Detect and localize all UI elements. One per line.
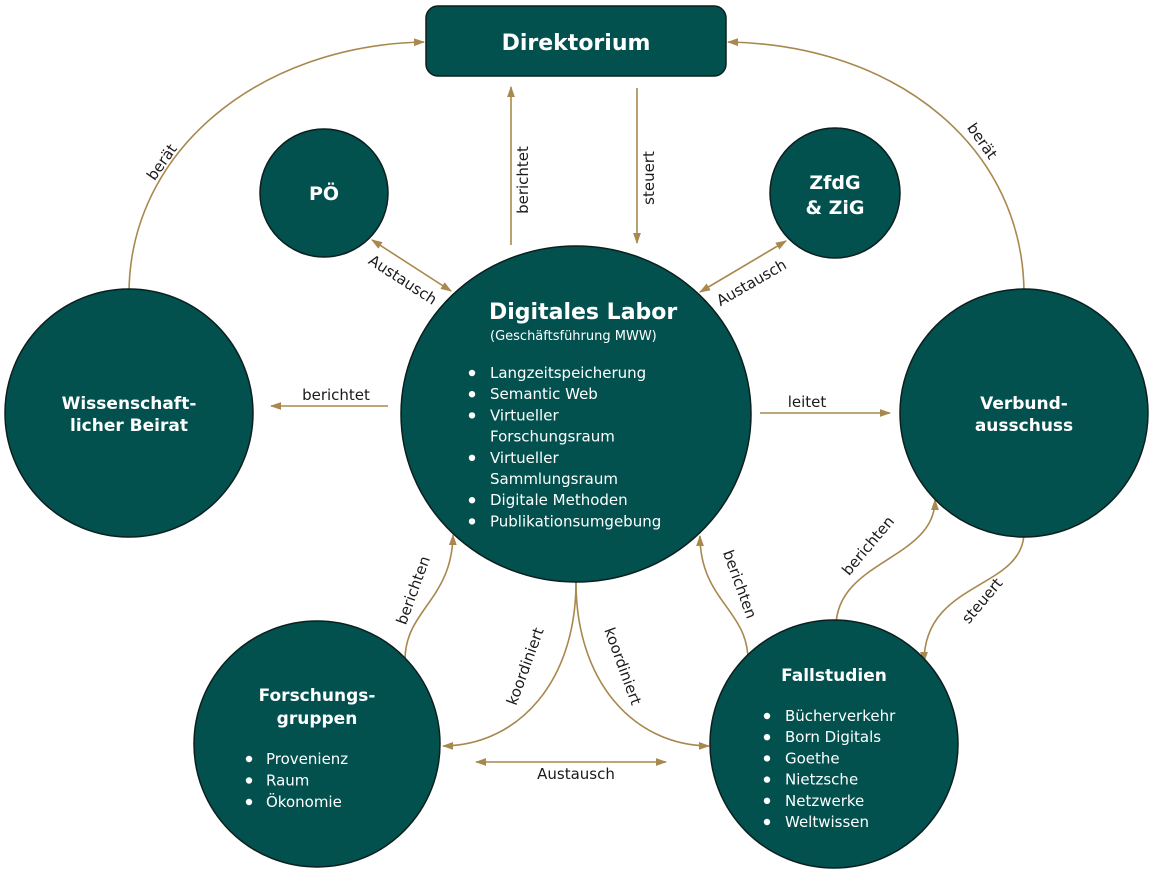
forschung-title-line-1: Forschungs- xyxy=(259,686,376,706)
labor-bullet-icon xyxy=(468,369,476,377)
edge-labor-to-fall xyxy=(575,581,711,750)
edge-fall-to-verbund xyxy=(835,498,939,628)
labor-item: Sammlungsraum xyxy=(490,470,618,488)
node-wissenschaftlicher-beirat[interactable]: Wissenschaft- licher Beirat xyxy=(4,288,254,538)
forschung-item: Ökonomie xyxy=(266,792,342,811)
verbund-title-line-2: ausschuss xyxy=(975,416,1073,436)
labor-bullet-icon xyxy=(468,454,476,461)
labor-item: Semantic Web xyxy=(490,385,598,403)
verbund-circle xyxy=(899,288,1149,538)
edge-label-berichten-verbund: berichten xyxy=(838,513,898,579)
beirat-title-line-1: Wissenschaft- xyxy=(62,394,197,414)
labor-circle xyxy=(400,245,752,583)
fall-item: Born Digitals xyxy=(785,728,881,746)
labor-title: Digitales Labor xyxy=(489,300,677,325)
node-verbundausschuss[interactable]: Verbund- ausschuss xyxy=(899,288,1149,538)
fall-item: Nietzsche xyxy=(785,771,858,789)
labor-item: Forschungsraum xyxy=(490,428,615,446)
fall-circle xyxy=(709,619,959,869)
zfdg-title-line-2: & ZiG xyxy=(805,197,864,219)
edge-label-austausch-bottom: Austausch xyxy=(537,765,615,783)
forschung-bullet-icon xyxy=(245,798,253,806)
labor-item: Langzeitspeicherung xyxy=(490,364,646,382)
edge-beirat-to-direktorium xyxy=(128,38,426,295)
fall-bullet-icon xyxy=(763,797,771,804)
labor-bullet-icon xyxy=(468,518,476,525)
edge-label-koordiniert-left: koordiniert xyxy=(503,625,548,707)
fall-title: Fallstudien xyxy=(781,666,887,686)
fall-bullet-icon xyxy=(763,734,771,741)
fall-bullet-icon xyxy=(763,755,771,762)
node-forschungsgruppen[interactable]: Forschungs- gruppen ProvenienzRaumÖkonom… xyxy=(193,620,441,868)
labor-item: Publikationsumgebung xyxy=(490,512,661,530)
labor-bullet-icon xyxy=(468,497,476,504)
fall-bullet-icon xyxy=(763,776,771,783)
edge-fall-to-labor xyxy=(696,534,749,661)
forschung-title-line-2: gruppen xyxy=(277,709,358,729)
edge-label-berichtet-up: berichtet xyxy=(514,146,532,214)
edge-label-beirat-beraet: berät xyxy=(143,140,181,183)
fall-bullet-icon xyxy=(763,712,771,720)
labor-item: Virtueller xyxy=(490,406,559,424)
edge-label-leitet: leitet xyxy=(788,393,827,411)
edge-label-steuert-down: steuert xyxy=(640,151,658,205)
direktorium-title: Direktorium xyxy=(502,31,651,56)
fall-bullet-icon xyxy=(763,818,771,826)
beirat-circle xyxy=(4,288,254,538)
edge-verbund-to-fall xyxy=(920,531,1025,664)
edge-labor-poe xyxy=(371,239,452,292)
fall-item: Weltwissen xyxy=(785,813,869,831)
labor-subtitle: (Geschäftsführung MWW) xyxy=(490,329,657,344)
edge-labor-zfdg xyxy=(699,240,787,293)
labor-item: Digitale Methoden xyxy=(490,491,628,509)
node-digitales-labor[interactable]: Digitales Labor (Geschäftsführung MWW) L… xyxy=(400,245,752,583)
edge-label-austausch-zfdg: Austausch xyxy=(713,255,789,309)
node-poe[interactable]: PÖ xyxy=(259,128,389,258)
labor-bullet-icon xyxy=(468,391,476,398)
direktorium-box xyxy=(425,5,727,77)
verbund-title-line-1: Verbund- xyxy=(980,394,1068,414)
beirat-title-line-2: licher Beirat xyxy=(70,416,188,436)
forschung-bullet-icon xyxy=(245,755,253,763)
fall-item: Bücherverkehr xyxy=(785,707,896,725)
edge-label-koordiniert-right: koordiniert xyxy=(600,625,645,707)
edge-forschung-to-labor xyxy=(404,533,457,661)
fall-item: Goethe xyxy=(785,749,840,767)
forschung-item: Provenienz xyxy=(266,750,348,768)
fall-item: Netzwerke xyxy=(785,792,864,810)
forschung-circle xyxy=(193,620,441,868)
zfdg-circle xyxy=(769,127,901,259)
edge-label-berichten-fall: berichten xyxy=(719,548,760,621)
edge-label-verbund-beraet: berät xyxy=(963,120,1001,163)
labor-item: Virtueller xyxy=(490,449,559,467)
poe-circle xyxy=(259,128,389,258)
zfdg-title-line-1: ZfdG xyxy=(809,172,860,194)
edge-label-berichten-forschung: berichten xyxy=(393,554,434,627)
node-zfdg-zig[interactable]: ZfdG & ZiG xyxy=(769,127,901,259)
edge-labor-to-forschung xyxy=(441,581,577,750)
edge-verbund-to-direktorium xyxy=(726,38,1025,295)
poe-title: PÖ xyxy=(309,181,339,205)
edge-label-berichtet-beirat: berichtet xyxy=(302,386,370,404)
forschung-bullet-icon xyxy=(245,777,253,784)
node-direktorium[interactable]: Direktorium xyxy=(425,5,727,77)
labor-bullet-icon xyxy=(468,412,476,419)
forschung-item: Raum xyxy=(266,772,309,790)
